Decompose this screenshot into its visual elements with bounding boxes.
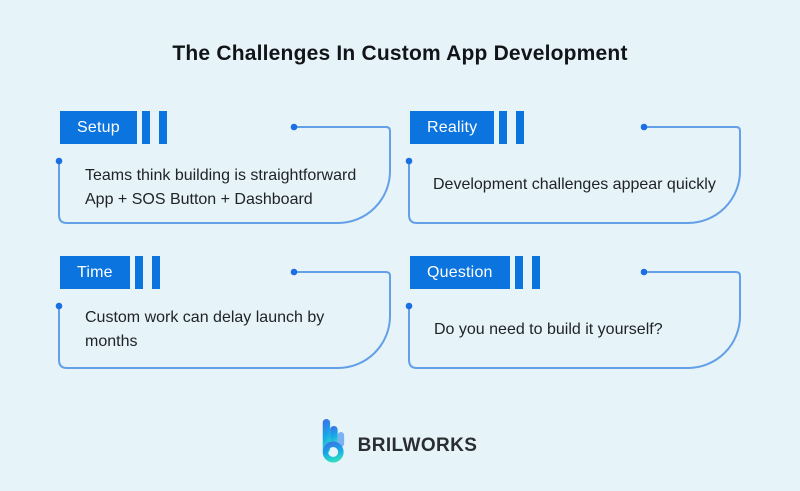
accent-bar xyxy=(151,256,160,289)
card-connector xyxy=(55,123,391,224)
card-label-row: Reality xyxy=(410,111,525,144)
card-connector xyxy=(405,268,741,369)
brilworks-logo-text: BRILWORKS xyxy=(357,435,478,456)
connector-dot xyxy=(640,268,648,276)
card-label-reality: Reality xyxy=(410,111,495,144)
connector-dot xyxy=(405,302,413,310)
accent-bar xyxy=(514,256,523,289)
brilworks-logo-icon xyxy=(322,419,345,463)
connector-dot xyxy=(405,157,413,165)
card-connector xyxy=(405,123,741,224)
card-label-row: Setup xyxy=(60,111,167,144)
accent-bar xyxy=(158,111,167,144)
card-body-reality: Development challenges appear quickly xyxy=(433,176,716,193)
accent-bar xyxy=(141,111,150,144)
card-body-time: Custom work can delay launch by months xyxy=(85,309,325,350)
accent-bar xyxy=(134,256,143,289)
card-connector xyxy=(55,268,391,369)
connector-dot xyxy=(55,157,63,165)
connector-dot xyxy=(640,123,648,131)
card-label-row: Question xyxy=(410,256,540,289)
page-title: The Challenges In Custom App Development xyxy=(172,42,628,65)
card-body-question: Do you need to build it yourself? xyxy=(434,321,663,338)
card-body-setup: Teams think building is straightforward … xyxy=(85,167,357,208)
accent-bar xyxy=(531,256,540,289)
card-label-question: Question xyxy=(410,256,510,289)
card-label-row: Time xyxy=(60,256,160,289)
accent-bar xyxy=(499,111,508,144)
connector-dot xyxy=(55,302,63,310)
card-label-time: Time xyxy=(60,256,130,289)
card-label-setup: Setup xyxy=(60,111,137,144)
brilworks-logo: BRILWORKS xyxy=(322,419,478,463)
connector-dot xyxy=(290,268,298,276)
accent-bar xyxy=(516,111,525,144)
connector-dot xyxy=(290,123,298,131)
